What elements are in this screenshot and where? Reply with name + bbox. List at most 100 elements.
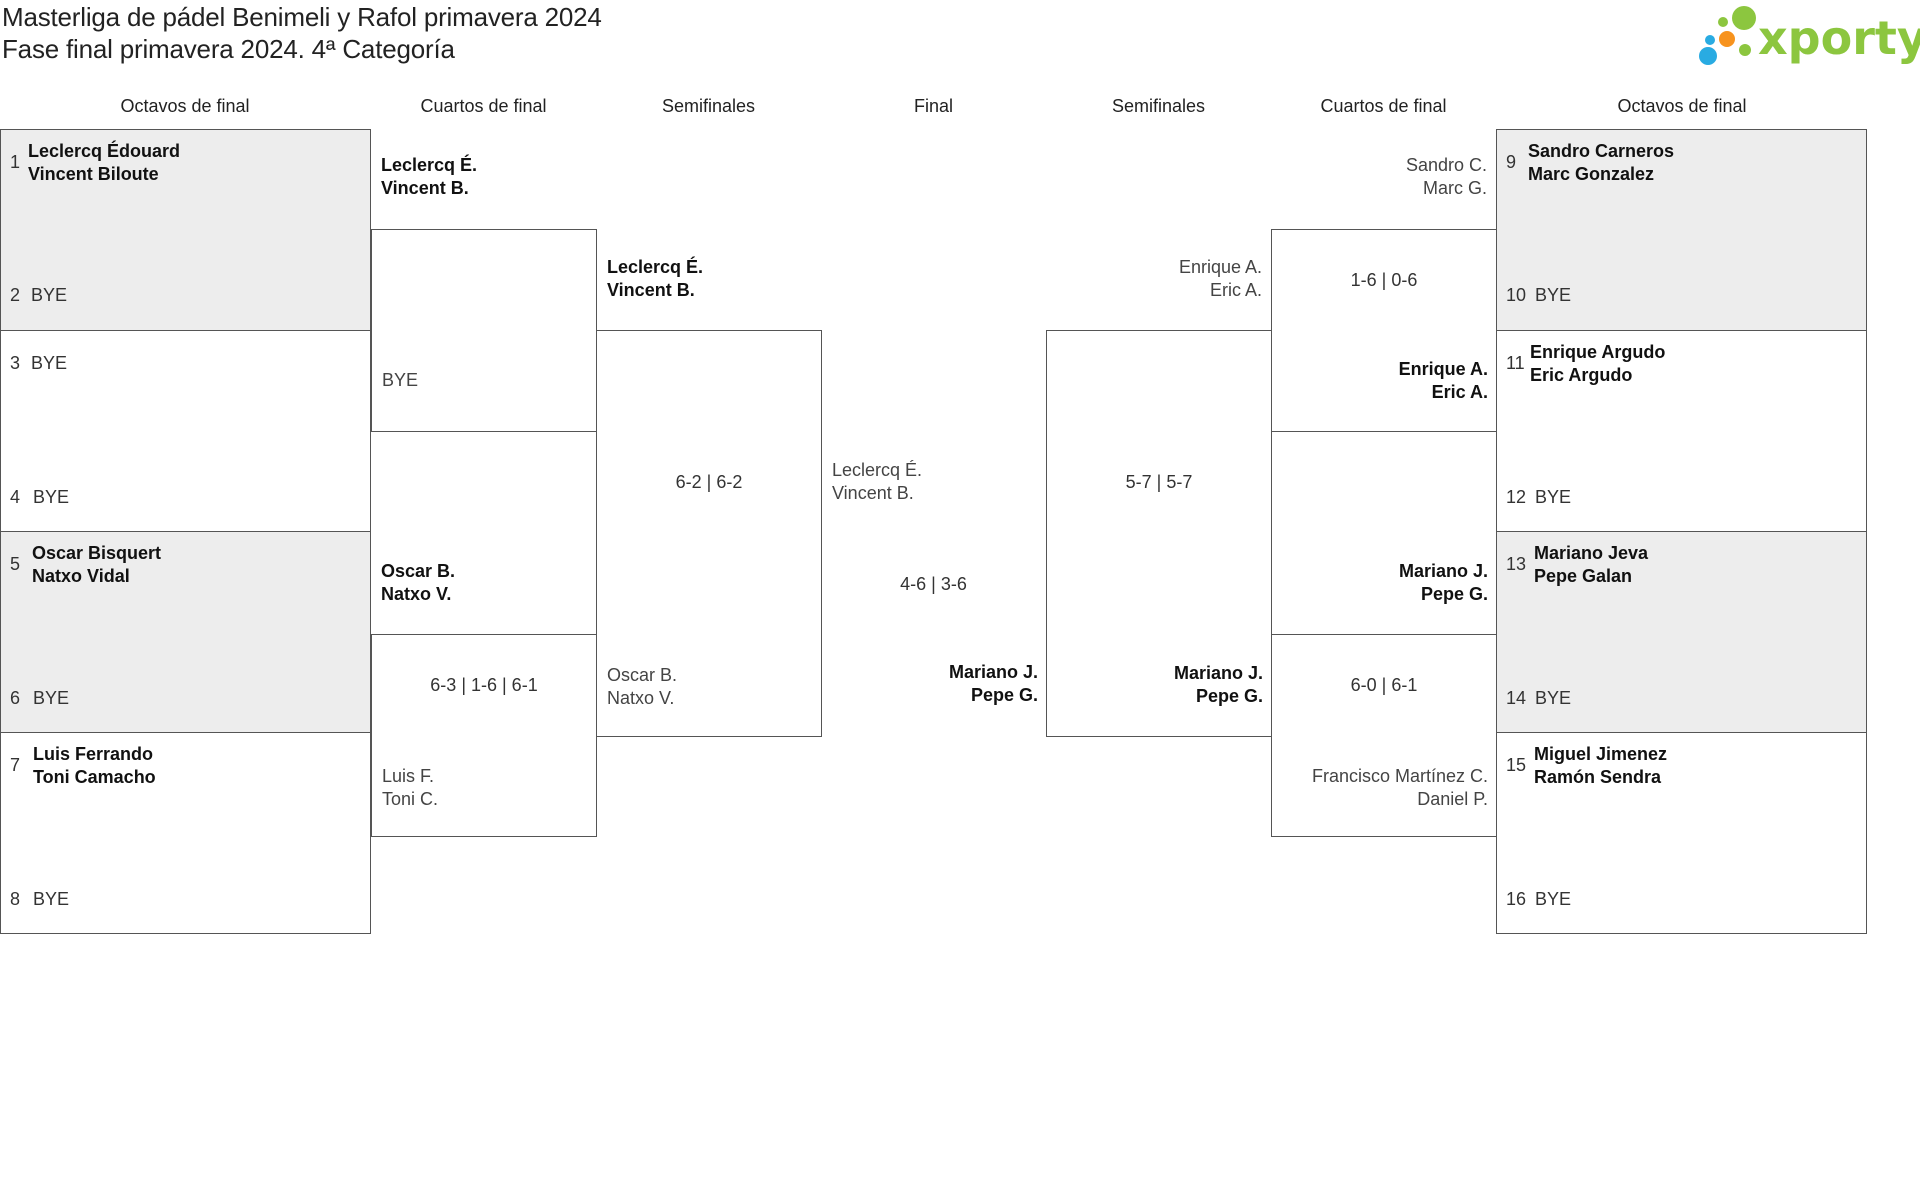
match-score: 6-3 | 1-6 | 6-1 [430, 675, 538, 695]
seed-number: 8 [10, 889, 21, 909]
team-names: Oscar Bisquert Natxo Vidal [32, 542, 161, 588]
bye-label: BYE [1535, 889, 1572, 909]
bye-label: BYE [33, 889, 70, 909]
qf-right-match-1: 1-6 | 0-6 Enrique A. Eric A. [1271, 229, 1497, 432]
bye-label: BYE [1535, 487, 1572, 507]
seed-number: 3 [10, 353, 21, 373]
team-names: Sandro Carneros Marc Gonzalez [1528, 140, 1674, 186]
final-right-team: Mariano J. Pepe G. [860, 661, 1038, 707]
player-name: Francisco Martínez C. [1311, 766, 1488, 786]
col-header-left-r16: Octavos de final [120, 96, 250, 116]
seed-number: 12 [1506, 487, 1527, 507]
r16-left-match-4: 7 Luis Ferrando Toni Camacho 8 BYE [0, 732, 371, 934]
seed-number: 7 [10, 755, 21, 775]
match-score: 6-2 | 6-2 [675, 472, 743, 492]
seed-number: 14 [1506, 688, 1527, 708]
sf-right-match: 5-7 | 5-7 Mariano J. Pepe G. [1046, 330, 1272, 737]
team-names: Miguel Jimenez Ramón Sendra [1534, 743, 1667, 789]
player-name: Ramón Sendra [1534, 767, 1662, 787]
player-name: Vincent B. [381, 178, 469, 198]
team-names: Leclercq Édouard Vincent Biloute [28, 140, 180, 186]
player-name: Oscar B. [607, 665, 678, 685]
r16-left-match-3: 5 Oscar Bisquert Natxo Vidal 6 BYE [0, 531, 371, 733]
match-score: 5-7 | 5-7 [1125, 472, 1193, 492]
player-name: Pepe G. [970, 685, 1038, 705]
seed-number: 4 [10, 487, 21, 507]
seed-number: 2 [10, 285, 21, 305]
player-name: Leclercq É. [381, 155, 478, 175]
player-name: Marc G. [1422, 178, 1487, 198]
qf-right-1-top-team: Sandro C. Marc G. [1290, 154, 1487, 200]
player-name: Mariano J. [948, 662, 1038, 682]
bye-label: BYE [31, 285, 68, 305]
xporty-logo: xporty [1694, 2, 1920, 70]
player-name: Toni C. [382, 789, 439, 809]
bye-label: BYE [1535, 688, 1572, 708]
qf-left-1-top-team: Leclercq É. Vincent B. [381, 154, 477, 200]
page-title: Masterliga de pádel Benimeli y Rafol pri… [2, 2, 602, 32]
qf-right-1-bottom-team: Enrique A. Eric A. [1282, 358, 1488, 404]
player-name: Sandro C. [1405, 155, 1487, 175]
bye-label: BYE [1535, 285, 1572, 305]
qf-left-match-1: BYE [371, 229, 597, 432]
bye-label: BYE [31, 353, 68, 373]
qf-right-2-bottom-team: Francisco Martínez C. Daniel P. [1282, 765, 1488, 811]
player-name: Mariano J. [1398, 561, 1488, 581]
player-name: Leclercq Édouard [28, 141, 181, 161]
player-name: Pepe Galan [1534, 566, 1633, 586]
qf-left-2-bottom-team: Luis F. Toni C. [382, 765, 438, 811]
xporty-logo-mark: xporty [1699, 6, 1920, 65]
player-name: Leclercq É. [607, 257, 704, 277]
seed-number: 6 [10, 688, 21, 708]
seed-number: 9 [1506, 152, 1517, 172]
col-header-right-r16: Octavos de final [1617, 96, 1747, 116]
team-names: Enrique Argudo Eric Argudo [1530, 341, 1665, 387]
qf-right-2-top-team: Mariano J. Pepe G. [1290, 560, 1488, 606]
player-name: Natxo Vidal [32, 566, 130, 586]
col-header-right-qf: Cuartos de final [1320, 96, 1447, 116]
final-score: 4-6 | 3-6 [900, 574, 967, 594]
col-header-left-qf: Cuartos de final [420, 96, 547, 116]
col-header-left-sf: Semifinales [661, 96, 756, 116]
player-name: Natxo V. [607, 688, 675, 708]
col-header-right-sf: Semifinales [1111, 96, 1206, 116]
player-name: Marc Gonzalez [1528, 164, 1655, 184]
bye-label: BYE [33, 688, 70, 708]
r16-right-match-2: 11 Enrique Argudo Eric Argudo 12 BYE [1496, 330, 1867, 532]
player-name: Sandro Carneros [1528, 141, 1675, 161]
r16-left-match-2: 3 BYE 4 BYE [0, 330, 371, 532]
qf-right-match-2: 6-0 | 6-1 Francisco Martínez C. Daniel P… [1271, 634, 1497, 837]
r16-right-match-4: 15 Miguel Jimenez Ramón Sendra 16 BYE [1496, 732, 1867, 934]
seed-number: 5 [10, 554, 21, 574]
sf-left-bottom-team: Oscar B. Natxo V. [607, 664, 677, 710]
sf-right-top-team: Enrique A. Eric A. [1090, 256, 1262, 302]
player-name: Oscar B. [381, 561, 456, 581]
seed-number: 11 [1506, 353, 1525, 373]
player-name: Leclercq É. [832, 460, 923, 480]
player-name: Vincent B. [832, 483, 914, 503]
col-header-final: Final [913, 96, 953, 116]
player-name: Eric A. [1209, 280, 1262, 300]
player-name: Enrique A. [1178, 257, 1262, 277]
page-subtitle: Fase final primavera 2024. 4ª Categoría [2, 34, 455, 64]
qf-left-2-top-team: Oscar B. Natxo V. [381, 560, 455, 606]
seed-number: 13 [1506, 554, 1527, 574]
player-name: Luis F. [382, 766, 435, 786]
player-name: Vincent B. [607, 280, 695, 300]
team-names: Mariano Jeva Pepe Galan [1534, 542, 1648, 588]
player-name: Eric Argudo [1530, 365, 1633, 385]
player-name: Toni Camacho [33, 767, 156, 787]
seed-number: 1 [10, 152, 21, 172]
player-name: Vincent Biloute [28, 164, 159, 184]
player-name: Luis Ferrando [33, 744, 154, 764]
match-score: 1-6 | 0-6 [1350, 270, 1418, 290]
bye-label: BYE [382, 370, 419, 390]
r16-right-match-3: 13 Mariano Jeva Pepe Galan 14 BYE [1496, 531, 1867, 733]
player-name: Miguel Jimenez [1534, 744, 1668, 764]
player-name: Oscar Bisquert [32, 543, 162, 563]
r16-right-match-1: 9 Sandro Carneros Marc Gonzalez 10 BYE [1496, 129, 1867, 331]
player-name: Eric A. [1431, 382, 1488, 402]
sf-left-match: 6-2 | 6-2 Oscar B. Natxo V. [596, 330, 822, 737]
r16-left-match-1: 1 Leclercq Édouard Vincent Biloute 2 BYE [0, 129, 371, 331]
player-name: Enrique Argudo [1530, 342, 1666, 362]
